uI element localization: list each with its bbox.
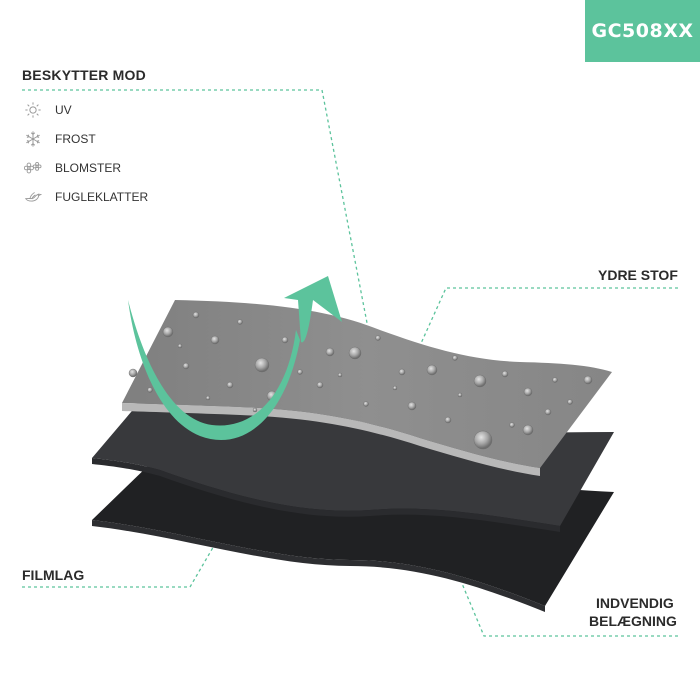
label-outer-fabric: YDRE STOF (598, 267, 678, 283)
list-item: UV (22, 95, 148, 124)
protects-heading: BESKYTTER MOD (22, 67, 146, 83)
product-code-badge: GC508XX (585, 0, 700, 62)
flower-icon (22, 159, 44, 177)
list-item: BLOMSTER (22, 153, 148, 182)
label-inner-coating-line1: INDVENDIG (596, 595, 674, 611)
outer-fabric-edge (122, 403, 540, 476)
inner-coating-edge (92, 520, 545, 612)
film-layer-edge (92, 458, 560, 532)
bird-icon (22, 188, 44, 206)
protect-item-label: FROST (55, 131, 96, 146)
label-inner-coating-line2: BELÆGNING (589, 613, 677, 629)
protects-list: UV FROST BLOMSTER (22, 95, 148, 211)
list-item: FUGLEKLATTER (22, 182, 148, 211)
water-droplets (128, 311, 593, 450)
snowflake-icon (22, 130, 44, 148)
connector-protects (22, 89, 369, 329)
label-film-layer: FILMLAG (22, 567, 85, 583)
sun-icon (22, 101, 44, 119)
protect-item-label: FUGLEKLATTER (55, 189, 149, 204)
list-item: FROST (22, 124, 148, 153)
airflow-arrow (128, 276, 342, 440)
connector-outer-fabric (417, 287, 678, 351)
protect-item-label: UV (55, 102, 72, 117)
protect-item-label: BLOMSTER (55, 160, 122, 175)
connector-film-layer (22, 531, 223, 588)
outer-fabric-layer (122, 300, 612, 468)
